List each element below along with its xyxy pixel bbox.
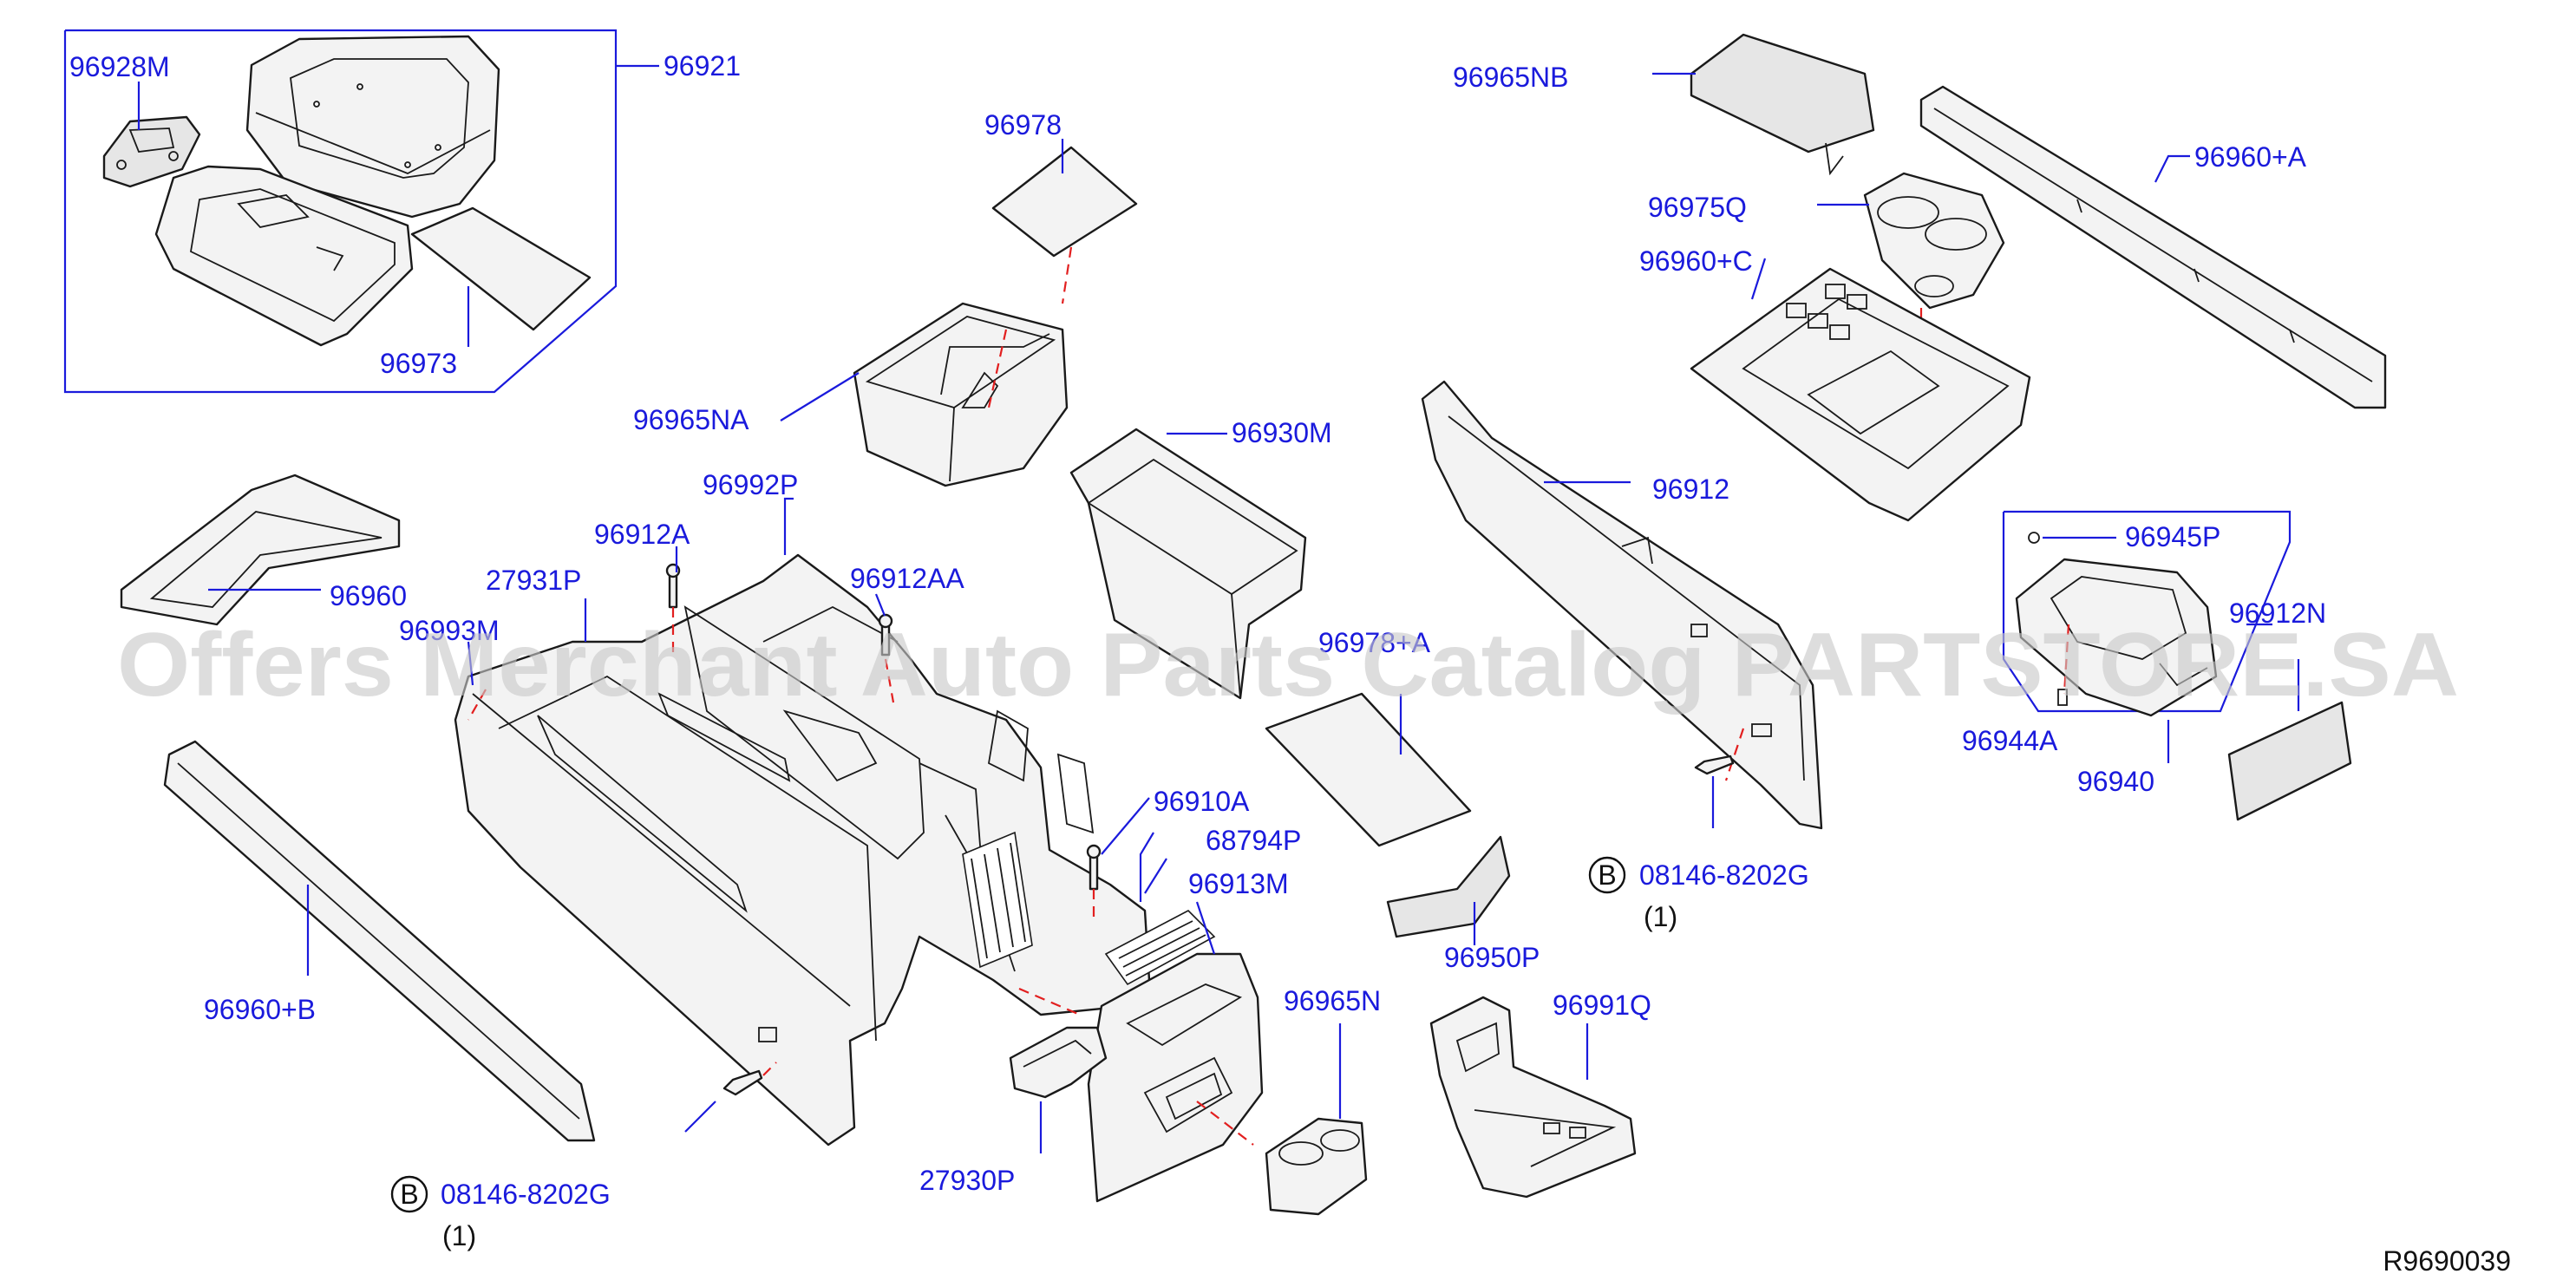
storage-tray-group: [780, 139, 1138, 487]
trim-96960B: [163, 740, 596, 1142]
cup-holder: [1863, 172, 2005, 310]
pad-trim: [1386, 835, 1511, 938]
shifter-bezel: [2015, 558, 2218, 717]
side-panel-96912: [1421, 380, 1823, 830]
label-96912N: 96912N: [2229, 598, 2326, 629]
label-96912: 96912: [1652, 474, 1729, 505]
finisher-96960C: [1690, 258, 2031, 522]
label-96960A: 96960+A: [2194, 141, 2307, 173]
storage-bin: [1069, 428, 1307, 700]
label-96912A: 96912A: [594, 519, 690, 550]
panel-96913M: [1018, 901, 1264, 1203]
bin-96930M: [1069, 428, 1307, 700]
cupholder-96975Q: [1817, 172, 2005, 373]
bolt-badge-right: [1588, 856, 1626, 894]
lid-96965NB: [1652, 33, 1875, 176]
label-96965NA: 96965NA: [633, 404, 749, 435]
mat-96950P: [1386, 835, 1511, 945]
label-96910A: 96910A: [1154, 786, 1250, 817]
label-96928M: 96928M: [69, 51, 170, 82]
label-96945P: 96945P: [2125, 521, 2220, 552]
label-bolt-right: 08146-8202G: [1639, 859, 1809, 891]
label-96992P: 96992P: [703, 469, 798, 500]
label-96921: 96921: [664, 50, 741, 82]
bolt-badge-right-letter: B: [1598, 859, 1616, 891]
trim-96960A: [1919, 85, 2387, 409]
label-96978A: 96978+A: [1318, 627, 1431, 658]
mat-96978A: [1265, 692, 1472, 847]
label-96960C: 96960+C: [1639, 245, 1753, 277]
label-96960B: 96960+B: [204, 994, 316, 1025]
screw-96910A: [1086, 797, 1150, 919]
label-96913M: 96913M: [1188, 868, 1289, 899]
label-bolt-left-qty: (1): [442, 1220, 476, 1251]
shifter-group: [2002, 510, 2352, 821]
label-96944A: 96944A: [1962, 725, 2058, 756]
floor-mat: [1265, 692, 1472, 847]
armrest-base: [154, 165, 414, 347]
console-body: [454, 553, 1151, 1147]
shifter-group-frame: [2002, 510, 2292, 713]
console-lid: [1690, 33, 1875, 154]
armrest-group: [63, 29, 659, 394]
rear-cup-holder: [1265, 1117, 1368, 1216]
callout-labels: 96928M 96921 96973 96978 96965NA 96930M …: [69, 50, 2511, 1277]
cupholder-96965N: [1265, 1023, 1368, 1216]
bolt-left: [684, 1062, 777, 1133]
bolt-badge-left: [390, 1175, 428, 1213]
console-clip: [1009, 1026, 1108, 1099]
storage-mat: [991, 146, 1138, 258]
bolt-right: [1694, 755, 1735, 828]
label-96965N: 96965N: [1284, 985, 1381, 1016]
label-96978: 96978: [984, 109, 1062, 140]
part-27930P: [1009, 1026, 1108, 1153]
armrest-pad: [410, 206, 592, 331]
storage-tray: [853, 302, 1069, 487]
label-96991Q: 96991Q: [1553, 990, 1651, 1021]
label-96993M: 96993M: [399, 615, 500, 646]
label-27930P: 27930P: [919, 1165, 1015, 1196]
label-27931P: 27931P: [486, 565, 581, 596]
side-trim-upper: [1919, 85, 2387, 409]
diagram-id: R9690039: [2383, 1245, 2511, 1277]
label-96973: 96973: [380, 348, 457, 379]
label-96940: 96940: [2077, 766, 2154, 797]
armrest-group-frame: [63, 29, 618, 394]
label-96912AA: 96912AA: [850, 563, 964, 594]
label-96975Q: 96975Q: [1648, 192, 1747, 223]
grille-68794P: [1104, 832, 1216, 986]
console-side-panel: [1421, 380, 1823, 830]
bolt-badge-left-letter: B: [400, 1179, 418, 1210]
label-96950P: 96950P: [1444, 942, 1540, 973]
bracket-96991Q: [1429, 996, 1637, 1199]
label-68794P: 68794P: [1206, 825, 1301, 856]
main-console: [454, 497, 1151, 1147]
center-finisher: [1690, 267, 2031, 522]
label-96930M: 96930M: [1232, 417, 1332, 448]
bezel-96960: [120, 474, 401, 626]
watermark: Offers Merchant Auto Parts Catalog PARTS…: [117, 615, 2459, 715]
console-bracket: [1429, 996, 1637, 1199]
label-96960: 96960: [330, 580, 407, 611]
cover-plate: [2227, 701, 2352, 821]
label-bolt-left: 08146-8202G: [441, 1179, 611, 1210]
front-bezel: [120, 474, 401, 626]
label-bolt-right-qty: (1): [1644, 901, 1677, 932]
label-96965NB: 96965NB: [1453, 62, 1568, 93]
